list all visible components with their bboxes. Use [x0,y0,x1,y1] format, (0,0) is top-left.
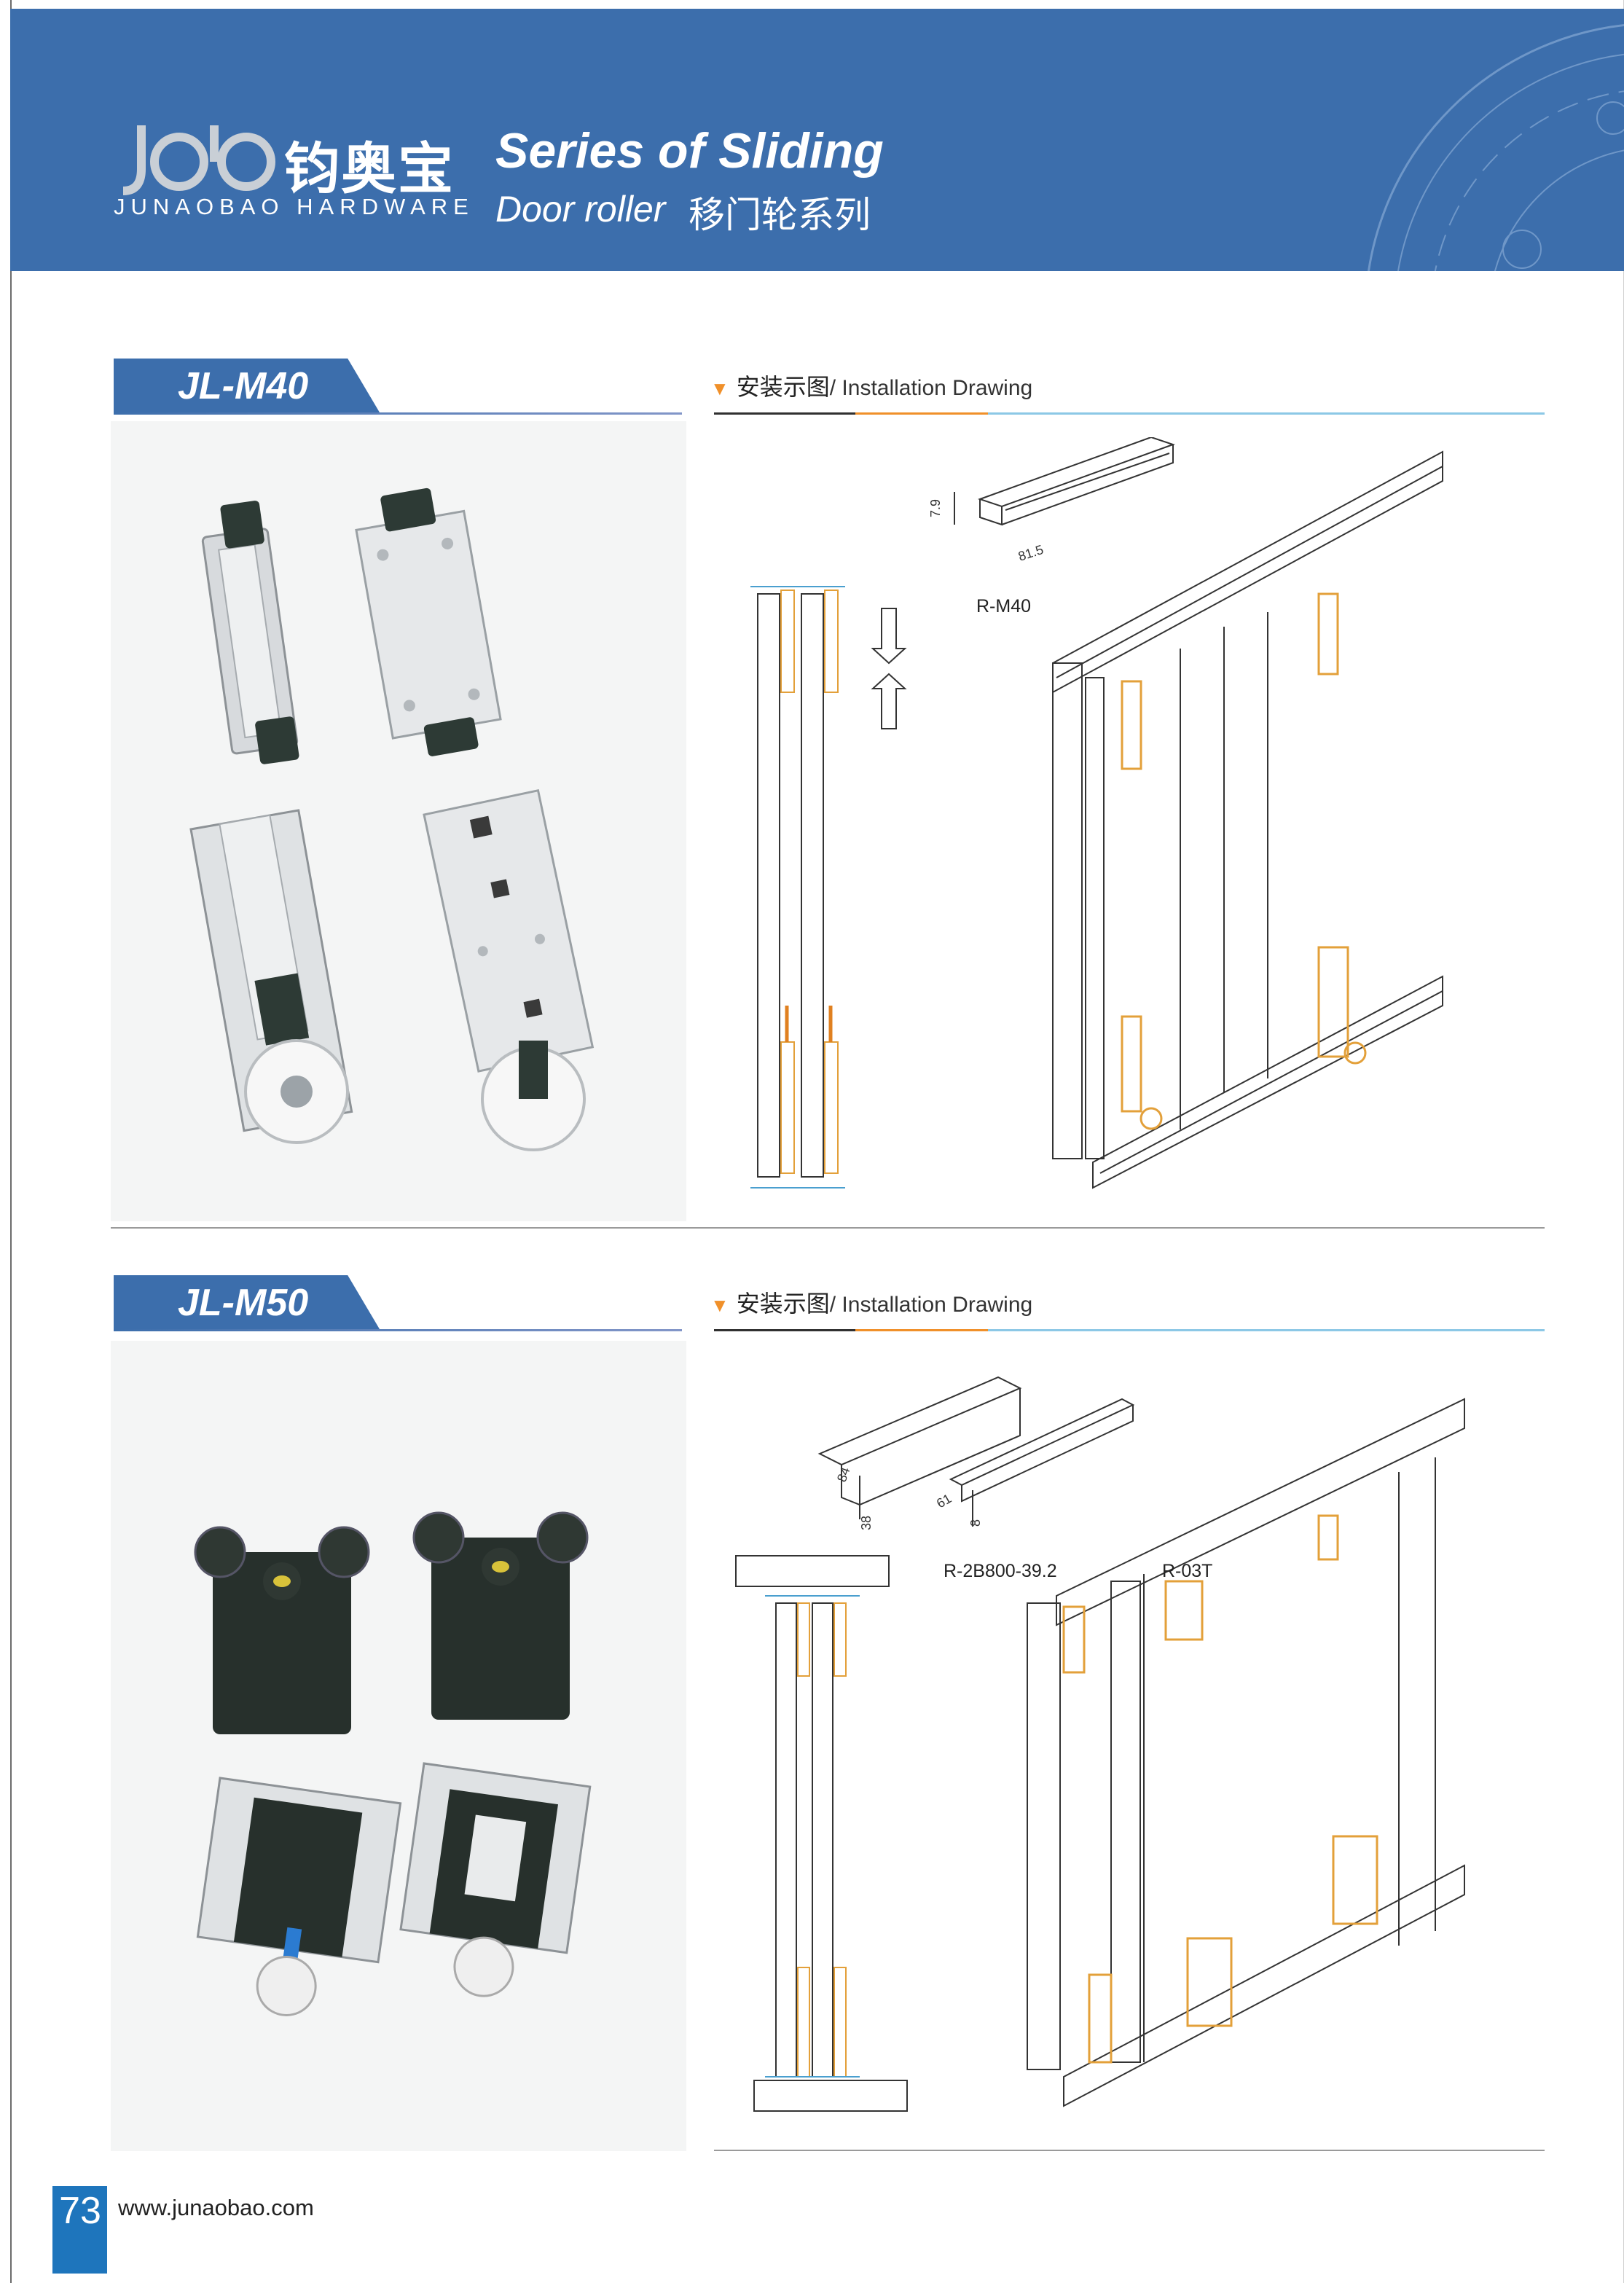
dim-text: 61 [934,1491,954,1511]
model-name: JL-M40 [178,365,309,407]
section-divider [714,2150,1545,2151]
isometric-door-frame [1027,1398,1465,2107]
dim-text: 7.9 [928,499,943,517]
page-left-border [10,0,12,2283]
dim-text: 84 [834,1465,853,1484]
series-subtitle-cn: 移门轮系列 [689,194,871,236]
installation-drawing-jl-m50: 84 38 61 8 R-2B800-39.2 R-03T [714,1355,1545,2150]
triangle-marker-icon: ▼ [710,377,729,399]
up-down-arrow-icon [871,608,907,729]
side-view-doors [750,586,845,1189]
roller-bottom-left [189,809,353,1132]
section-divider [111,1227,1545,1229]
installation-drawing-svg: 84 38 61 8 [735,1376,1465,2112]
roller-photo-illustration [194,1511,592,2016]
header-banner: 钧奥宝 JUNAOBAO HARDWARE Series of Sliding … [10,9,1624,271]
plate-bottom-right [423,788,595,1073]
installation-heading-cn: 安装示图 [736,1290,830,1317]
installation-underline [714,1329,1545,1331]
roller-hardware-orange [1121,592,1367,1130]
profile-r-03t-drawing [949,1398,1135,1527]
dim-text: 81.5 [1016,542,1046,564]
profile-r-m40-drawing [954,436,1176,526]
side-view-doors [735,1555,908,2112]
brand-name-en: JUNAOBAO HARDWARE [114,194,474,219]
model-tab-jl-m50: JL-M50 [114,1275,380,1329]
installation-underline [714,412,1545,415]
installation-drawing-jl-m40: 7.9 81.5 R-M40 [714,436,1545,1210]
product-photo-jl-m40 [111,421,686,1221]
website-url: www.junaobao.com [118,2195,314,2220]
brand-name-cn: 钧奥宝 [284,136,455,201]
model-name: JL-M50 [178,1282,309,1324]
page-number-box [52,2186,107,2274]
profile-label-r-m40: R-M40 [976,596,1032,616]
brand-logo-icon [122,125,275,195]
series-subtitle-en: Door roller [495,189,666,230]
page-number: 73 [59,2190,101,2232]
installation-heading: ▼ 安装示图/ Installation Drawing [710,1285,1032,1319]
dim-text: 38 [859,1516,874,1530]
isometric-door-frame [1052,450,1443,1189]
roller-photo-illustration [189,487,595,1151]
decorative-arcs [1368,24,1624,271]
installation-heading: ▼ 安装示图/ Installation Drawing [710,369,1032,402]
product-photo-jl-m50 [111,1341,686,2151]
plate-top-right [355,487,502,756]
series-title: Series of Sliding [495,123,884,179]
model-underline [114,1329,682,1331]
model-tab-jl-m40: JL-M40 [114,359,380,412]
installation-drawing-svg: 7.9 81.5 [750,436,1443,1189]
profile-r-2b800-drawing [817,1376,1022,1519]
roller-set-top-right [412,1511,589,1720]
profile-label-r-2b800: R-2B800-39.2 [944,1561,1057,1581]
roller-hardware-orange [1062,1514,1378,2064]
installation-heading-en: / Installation Drawing [829,1293,1033,1317]
triangle-marker-icon: ▼ [710,1294,729,1316]
roller-set-bottom-right [399,1762,592,1997]
profile-label-r-03t: R-03T [1162,1561,1213,1581]
dim-text: 8 [968,1519,983,1527]
installation-heading-en: / Installation Drawing [829,376,1033,400]
installation-heading-cn: 安装示图 [736,373,830,401]
roller-set-top-left [194,1526,370,1734]
model-underline [114,412,682,415]
roller-set-bottom-left [196,1777,402,2016]
roller-top-left [201,501,299,764]
